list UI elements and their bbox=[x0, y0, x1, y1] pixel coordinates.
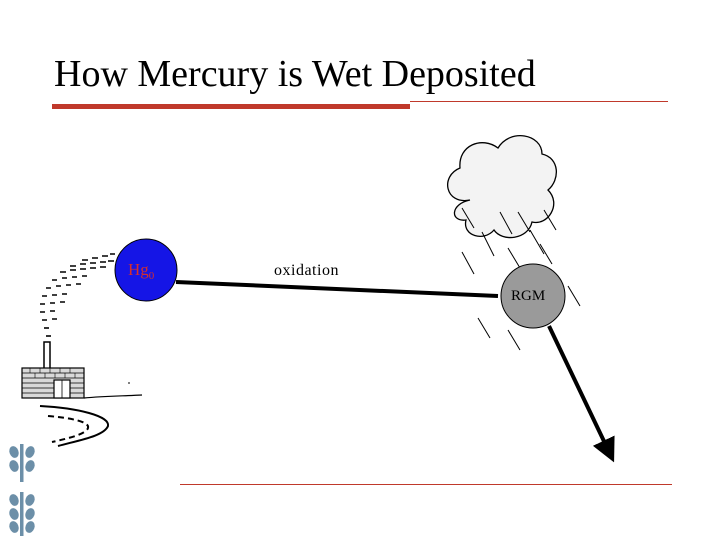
factory-icon bbox=[21, 367, 85, 399]
footer-rule bbox=[180, 484, 672, 485]
ground-line bbox=[83, 394, 143, 399]
leaf-ornament bbox=[9, 444, 35, 536]
hg-symbol: Hg bbox=[128, 260, 149, 279]
rgm-label: RGM bbox=[511, 288, 546, 304]
hg-subscript: 0 bbox=[148, 270, 155, 282]
rain-streaks bbox=[461, 207, 581, 351]
hg-circle bbox=[114, 238, 178, 302]
rgm-circle bbox=[500, 263, 566, 329]
title-accent-bar bbox=[52, 104, 410, 109]
road-icon bbox=[39, 405, 109, 447]
oxidation-arrow bbox=[175, 280, 499, 298]
smoke-plume bbox=[40, 253, 115, 337]
deposition-arrow bbox=[547, 325, 615, 463]
oxidation-label: oxidation bbox=[274, 262, 339, 279]
slide-title: How Mercury is Wet Deposited bbox=[54, 53, 536, 95]
cloud-icon bbox=[447, 135, 557, 239]
title-underline bbox=[410, 101, 668, 102]
hg-label: Hg0 bbox=[128, 260, 154, 282]
